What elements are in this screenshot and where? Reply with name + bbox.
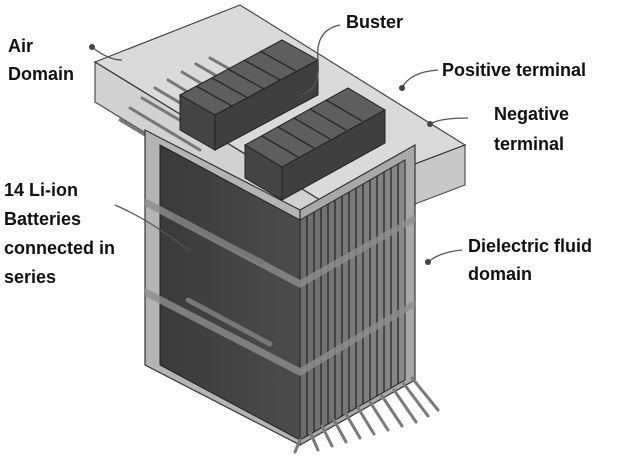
battery-stack bbox=[145, 144, 415, 441]
batteries-label-line3: connected in bbox=[4, 238, 115, 258]
negative-terminal-label-line2: terminal bbox=[494, 134, 564, 154]
busbar-group bbox=[178, 39, 387, 201]
dielectric-fluid-label-line2: domain bbox=[468, 264, 532, 284]
dielectric-fluid-label-line1: Dielectric fluid bbox=[468, 236, 592, 256]
batteries-label-line1: 14 Li-ion bbox=[4, 180, 78, 200]
air-domain-label-line2: Domain bbox=[8, 64, 74, 84]
air-domain-label-line1: Air bbox=[8, 36, 33, 56]
lower-terminal-rods bbox=[293, 376, 440, 454]
batteries-label-line2: Batteries bbox=[4, 209, 81, 229]
leader-lines bbox=[89, 24, 469, 265]
buster-label: Buster bbox=[346, 12, 403, 32]
negative-terminal-label-line1: Negative bbox=[494, 104, 569, 124]
batteries-label-line4: series bbox=[4, 267, 56, 287]
positive-terminal-label: Positive terminal bbox=[442, 60, 586, 80]
